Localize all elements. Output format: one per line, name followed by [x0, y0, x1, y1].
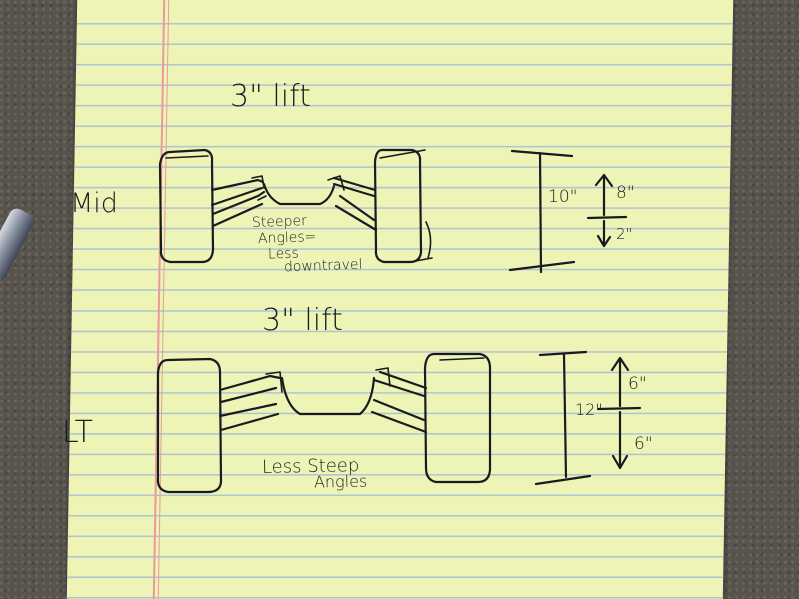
mid-row-label: Mid	[70, 188, 118, 219]
lt-axle-diagram	[156, 352, 492, 494]
mid-travel-up: 8"	[616, 183, 635, 203]
mid-note-line2: Angles=	[257, 228, 317, 248]
lt-section-title: 3" lift	[262, 303, 343, 338]
lt-travel-bar	[534, 350, 592, 486]
mid-right-wheel	[373, 148, 423, 264]
lt-up-arrow	[610, 356, 630, 408]
mid-note-line4: downtravel	[283, 256, 363, 276]
mid-travel-total: 10"	[548, 187, 578, 207]
lt-left-wheel	[156, 357, 223, 494]
mid-note-line1: Steeper	[251, 213, 308, 231]
lt-travel-total: 12"	[575, 400, 603, 419]
mid-up-arrow	[594, 173, 614, 217]
lt-row-label: LT	[62, 415, 93, 450]
lt-down-arrow	[611, 410, 629, 470]
mid-split-mark	[586, 215, 628, 220]
mid-axle-diagram	[158, 148, 433, 264]
mid-travel-bar	[508, 149, 576, 274]
lt-note-line2: Angles	[313, 471, 368, 492]
lt-travel-down: 6"	[634, 434, 653, 454]
mid-right-control-arm	[332, 176, 378, 232]
lt-split-mark	[596, 406, 642, 411]
lt-left-control-arm	[218, 374, 282, 432]
lt-right-control-arm	[370, 370, 428, 434]
mid-travel-down: 2"	[616, 225, 633, 243]
mid-down-arrow	[596, 219, 612, 248]
lt-right-wheel	[423, 352, 492, 484]
mid-left-control-arm	[210, 178, 266, 228]
lt-travel-up: 6"	[628, 374, 647, 394]
mid-differential	[262, 182, 336, 206]
mid-travel-graphic	[508, 149, 628, 274]
mid-left-wheel	[158, 148, 215, 264]
lt-travel-graphic	[534, 350, 642, 486]
mid-section-title: 3" lift	[230, 79, 311, 114]
lt-differential	[280, 376, 376, 416]
